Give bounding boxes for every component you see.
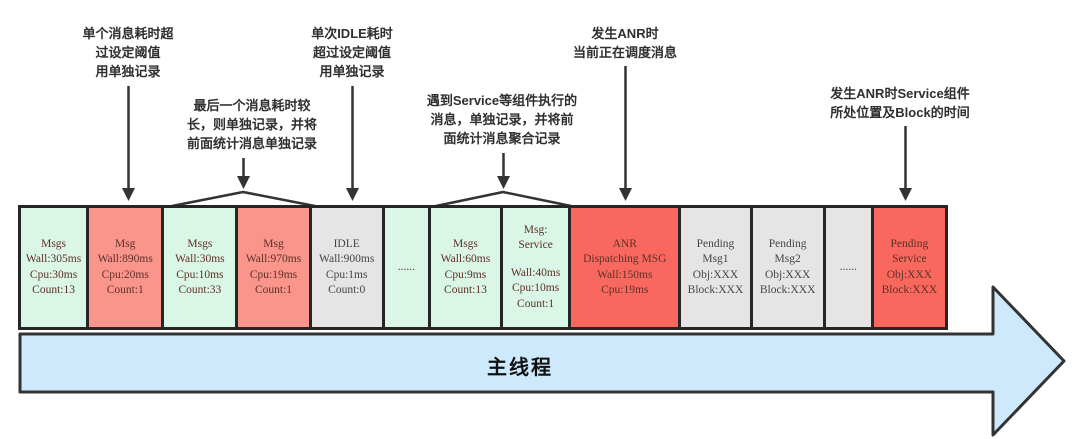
block-line: Msgs xyxy=(452,238,478,251)
block-line: Count:13 xyxy=(444,283,487,296)
block-line: Wall:150ms xyxy=(597,268,653,281)
block-pending-msg1: Pending Msg1 Obj:XXX Block:XXX xyxy=(681,208,750,327)
block-line: Wall:30ms xyxy=(175,253,225,266)
annotation-service-msg: 遇到Service等组件执行的 消息，单独记录，并将前 面统计消息聚合记录 xyxy=(427,91,577,148)
block-line: Obj:XXX xyxy=(886,268,933,281)
block-ellipsis: ...... xyxy=(384,208,428,327)
annotation-line: 过设定阈值 xyxy=(95,45,161,60)
block-line: Block:XXX xyxy=(759,283,816,296)
group-brace xyxy=(171,190,316,208)
block-line: Count:1 xyxy=(106,283,144,296)
block-single-long-msg: Msg Wall:970ms Cpu:19ms Count:1 xyxy=(238,208,309,327)
block-line: Cpu:19ms xyxy=(249,268,298,281)
block-line: Msg xyxy=(263,238,284,251)
block-line: Msg: xyxy=(523,224,548,237)
block-msgs-aggregated: Msgs Wall:60ms Cpu:9ms Count:13 xyxy=(430,208,501,327)
annotation-line: 长，则单独记录，并将 xyxy=(186,117,318,132)
block-line: Msgs xyxy=(41,238,67,251)
annotation-anr-dispatching: 发生ANR时 当前正在调度消息 xyxy=(573,24,677,62)
block-line: Msg1 xyxy=(702,253,729,266)
block-single-long-msg: Msg Wall:890ms Cpu:20ms Count:1 xyxy=(89,208,162,327)
annotation-line: 遇到Service等组件执行的 xyxy=(426,93,578,108)
block-line: Pending xyxy=(890,238,929,251)
block-line: Count:13 xyxy=(32,283,75,296)
block-line: Obj:XXX xyxy=(764,268,811,281)
block-line: Msg xyxy=(114,238,136,251)
block-pending-service: Pending Service Obj:XXX Block:XXX xyxy=(873,208,945,327)
annotation-single-long-msg: 单个消息耗时超 过设定阈值 用单独记录 xyxy=(82,24,173,81)
block-line: ...... xyxy=(397,260,415,273)
block-line: Cpu:19ms xyxy=(601,283,649,296)
block-line: Cpu:9ms xyxy=(444,268,487,281)
down-arrowhead-icon xyxy=(619,188,632,201)
annotation-line: 面统计消息聚合记录 xyxy=(443,131,561,146)
annotation-line: 最后一个消息耗时较 xyxy=(193,98,311,113)
group-brace xyxy=(435,190,572,208)
main-thread-label: 主线程 xyxy=(487,357,553,379)
annotation-line: 单个消息耗时超 xyxy=(82,26,174,41)
block-line: Msg2 xyxy=(774,253,801,266)
block-line: Obj:XXX xyxy=(692,268,739,281)
down-arrowhead-icon xyxy=(346,188,359,201)
annotation-last-long-msg: 最后一个消息耗时较 长，则单独记录，并将 前面统计消息单独记录 xyxy=(187,96,317,153)
block-line: Block:XXX xyxy=(687,283,744,296)
annotation-line: 发生ANR时Service组件 xyxy=(830,86,970,101)
block-line: Wall:60ms xyxy=(440,253,491,266)
block-line: Cpu:30ms xyxy=(29,268,78,281)
block-line: Service xyxy=(518,239,553,252)
annotation-pending-service: 发生ANR时Service组件 所处位置及Block的时间 xyxy=(830,84,969,122)
block-service-msg: Msg: Service Wall:40ms Cpu:10ms Count:1 xyxy=(503,208,569,327)
block-line: Pending xyxy=(696,238,735,251)
down-arrowhead-icon xyxy=(497,176,510,189)
block-line: Pending xyxy=(768,238,807,251)
block-line: Count:1 xyxy=(517,297,555,310)
block-line: Service xyxy=(892,253,927,266)
block-line: Count:33 xyxy=(178,283,222,296)
annotation-line: 当前正在调度消息 xyxy=(572,45,678,60)
block-line: Cpu:1ms xyxy=(325,268,368,281)
annotation-line: 超过设定阈值 xyxy=(312,45,391,60)
block-line: Wall:40ms xyxy=(510,267,561,280)
block-line: Wall:305ms xyxy=(25,253,82,266)
annotation-line: 单次IDLE耗时 xyxy=(311,26,393,41)
block-line: ...... xyxy=(839,260,857,273)
block-line: ANR xyxy=(612,238,637,251)
block-pending-msg2: Pending Msg2 Obj:XXX Block:XXX xyxy=(752,208,823,327)
block-idle: IDLE Wall:900ms Cpu:1ms Count:0 xyxy=(311,208,382,327)
annotation-line: 用单独记录 xyxy=(95,64,161,79)
block-line: Cpu:10ms xyxy=(176,268,224,281)
down-arrowhead-icon xyxy=(237,176,250,189)
block-line: Dispatching MSG xyxy=(583,253,667,266)
message-block-strip: Msgs Wall:305ms Cpu:30ms Count:13 Msg Wa… xyxy=(18,205,948,330)
block-line: Count:1 xyxy=(255,283,293,296)
block-line: Cpu:20ms xyxy=(101,268,149,281)
block-line: IDLE xyxy=(333,238,360,251)
block-line: Msgs xyxy=(187,238,213,251)
block-line: Wall:890ms xyxy=(97,253,153,266)
annotation-line: 前面统计消息单独记录 xyxy=(186,136,318,151)
main-thread-arrow xyxy=(18,285,1066,437)
annotation-line: 所处位置及Block的时间 xyxy=(830,105,970,120)
block-msgs-aggregated: Msgs Wall:30ms Cpu:10ms Count:33 xyxy=(164,208,236,327)
block-line: Wall:970ms xyxy=(245,253,302,266)
down-arrowhead-icon xyxy=(122,188,135,201)
annotation-idle-threshold: 单次IDLE耗时 超过设定阈值 用单独记录 xyxy=(311,24,393,81)
block-line: Wall:900ms xyxy=(319,253,375,266)
block-anr-dispatching-msg: ANR Dispatching MSG Wall:150ms Cpu:19ms xyxy=(571,208,679,327)
block-line: Cpu:10ms xyxy=(511,282,560,295)
annotation-line: 发生ANR时 xyxy=(591,26,659,41)
annotation-line: 消息，单独记录，并将前 xyxy=(430,112,574,127)
block-line: Block:XXX xyxy=(881,283,938,296)
block-line: Count:0 xyxy=(328,283,366,296)
block-ellipsis: ...... xyxy=(825,208,871,327)
block-msgs-aggregated: Msgs Wall:305ms Cpu:30ms Count:13 xyxy=(21,208,87,327)
down-arrowhead-icon xyxy=(899,188,912,201)
annotation-line: 用单独记录 xyxy=(319,64,385,79)
